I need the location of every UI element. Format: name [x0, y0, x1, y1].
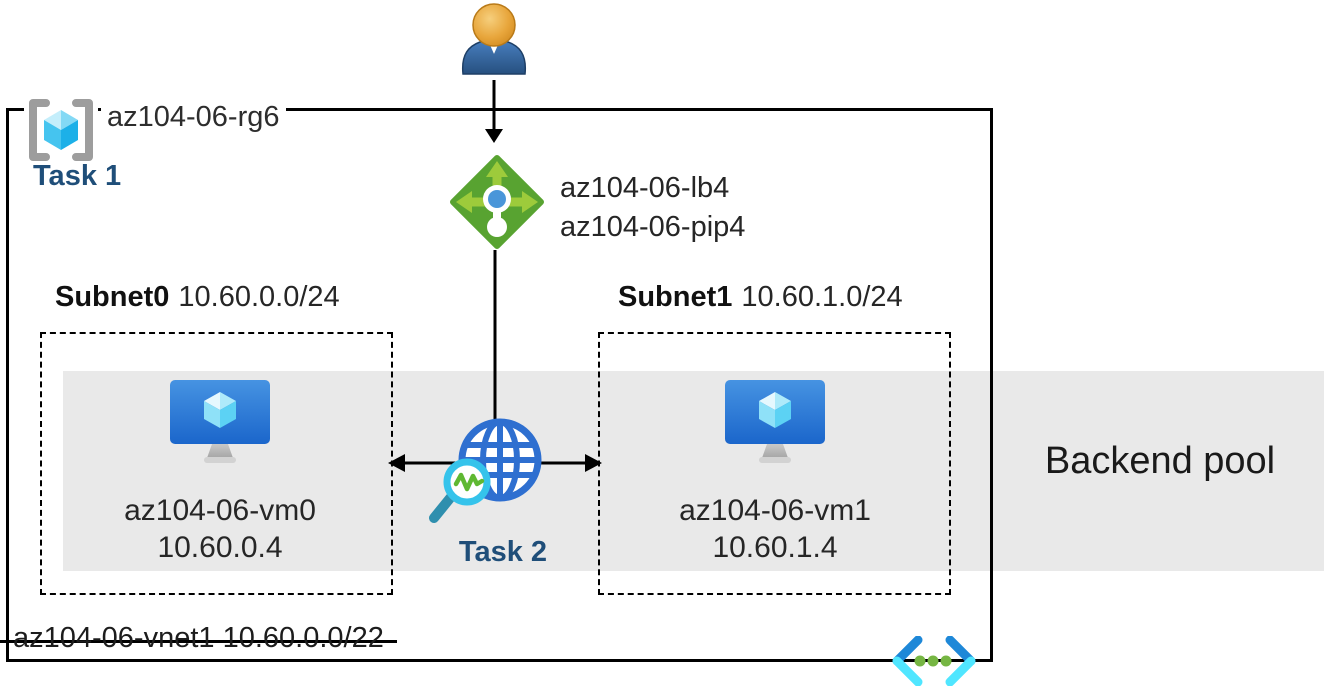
public-ip-name: az104-06-pip4: [560, 211, 746, 243]
task1-label: Task 1: [33, 160, 122, 192]
load-balancer-icon: [450, 155, 544, 249]
load-balancer-name: az104-06-lb4: [560, 172, 730, 204]
vm0-name: az104-06-vm0: [124, 494, 316, 527]
vm1-name: az104-06-vm1: [679, 494, 871, 527]
user-icon: [461, 3, 527, 75]
subnet0-cidr: 10.60.0.0/24: [178, 281, 340, 313]
task2-label: Task 2: [458, 536, 548, 568]
vm-icon: [170, 380, 270, 463]
resource-group-icon: [24, 98, 98, 162]
vm1-ip: 10.60.1.4: [712, 531, 838, 564]
subnet0-name: Subnet0: [55, 281, 170, 313]
vm0-ip: 10.60.0.4: [157, 531, 283, 564]
virtual-network-icon: [892, 636, 976, 686]
subnet1-cidr: 10.60.1.0/24: [741, 281, 903, 313]
subnet1-name: Subnet1: [618, 281, 733, 313]
vnet-label: az104-06-vnet1 10.60.0.0/22: [13, 622, 384, 654]
vm-icon: [725, 380, 825, 463]
backend-pool-band: [63, 371, 1324, 571]
backend-pool-label: Backend pool: [1044, 440, 1276, 482]
globe-probe-icon: [429, 418, 542, 523]
vnet-label-line: [0, 640, 397, 643]
resource-group-label: az104-06-rg6: [101, 101, 286, 134]
resource-group-box: [6, 108, 993, 662]
health-probe-magnifier-icon: [429, 458, 491, 523]
